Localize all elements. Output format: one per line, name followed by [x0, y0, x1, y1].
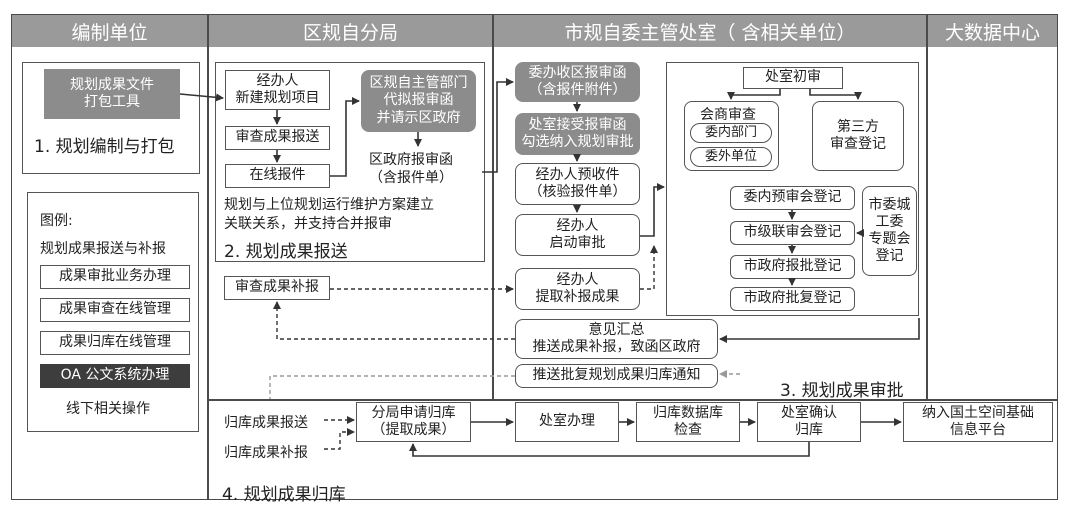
branch-apply-box: 分局申请归库 （提取成果） — [356, 402, 471, 442]
start-approval-box: 经办人 启动审批 — [515, 214, 640, 256]
review-panel — [666, 62, 919, 316]
archive-submit-label: 归库成果报送 — [224, 415, 308, 431]
internal-dept-box: 委内部门 — [690, 123, 772, 143]
office-accept-box: 处室接受报审函 勾选纳入规划审批 — [515, 113, 640, 155]
third-party-box: 第三方 审查登记 — [812, 101, 904, 171]
pack-tool-box: 规划成果文件 打包工具 — [44, 69, 180, 119]
legend-item-approval: 成果审批业务办理 — [40, 265, 190, 289]
dept-draft-box: 区规自主管部门 代拟报审函 并请示区政府 — [361, 70, 476, 132]
pre-receive-box: 经办人预收件 （核验报件单） — [515, 163, 640, 205]
special-meeting-box: 市委城 工委 专题会 登记 — [862, 186, 917, 276]
gov-letter-text: 区政府报审函 （含报件单） — [369, 152, 453, 186]
db-check-box: 归库数据库 检查 — [636, 402, 740, 442]
section3-title: 3. 规划成果审批 — [780, 381, 904, 401]
gov-reply-box: 市政府批复登记 — [730, 287, 855, 311]
legend-item-submit: 规划成果报送与补报 — [40, 241, 166, 257]
dash-archive-supplement — [324, 428, 355, 450]
legend-item-review-online: 成果审查在线管理 — [40, 298, 190, 322]
section-submit — [215, 62, 485, 262]
divider-col1 — [207, 15, 209, 400]
initial-review-box: 处室初审 — [743, 67, 843, 89]
header-big-data-center: 大数据中心 — [928, 15, 1057, 47]
arrow-initial-left — [727, 89, 781, 100]
arrow-pack-to-handler — [179, 93, 224, 102]
summary-box: 意见汇总 推送成果补报，致函区政府 — [515, 319, 718, 359]
section4-title: 4. 规划成果归库 — [222, 485, 346, 505]
section1-title: 1. 规划编制与打包 — [34, 137, 175, 157]
arrow-online-to-dept — [330, 97, 360, 177]
dash-notify-back — [269, 375, 515, 399]
header-compile-unit: 编制单位 — [12, 15, 207, 47]
receive-letter-box: 委办收区报审函 （含报件附件） — [515, 62, 640, 102]
divider-archive-top — [207, 399, 1058, 401]
section2-note: 规划与上位规划运行维护方案建立 关联关系，并支持合并报审 — [224, 197, 434, 232]
office-handle-box: 处室办理 — [515, 402, 619, 442]
divider-col2 — [492, 15, 494, 400]
header-city-office: 市规自委主管处室（ 含相关单位） — [494, 15, 926, 47]
header-district-bureau: 区规自分局 — [209, 15, 492, 47]
joint-review-label: 会商审查 — [700, 107, 756, 123]
arrow-review-to-summary — [719, 318, 920, 343]
diagram-frame — [11, 14, 1058, 500]
legend-panel — [27, 192, 199, 432]
legend-title: 图例: — [40, 213, 73, 229]
legend-item-archive-online: 成果归库在线管理 — [40, 331, 190, 355]
archive-supplement-label: 归库成果补报 — [224, 445, 308, 461]
section-compile-pack — [22, 62, 200, 174]
arrow-letter-to-receive — [482, 78, 514, 173]
pre-meeting-box: 委内预审会登记 — [730, 186, 855, 210]
notify-box: 推送批复规划成果归库通知 — [515, 364, 718, 388]
section2-title: 2. 规划成果报送 — [224, 242, 348, 262]
legend-item-oa: OA 公文系统办理 — [40, 364, 190, 388]
dash-summary-to-supplement — [273, 301, 515, 340]
online-submit-box: 在线报件 — [225, 164, 330, 188]
handler-new-project-box: 经办人 新建规划项目 — [225, 70, 330, 110]
arrow-confirm-back-to-branch — [409, 442, 810, 457]
city-joint-box: 市级联审会登记 — [730, 221, 855, 245]
legend-item-offline: 线下相关操作 — [66, 401, 150, 417]
external-unit-box: 委外单位 — [690, 147, 772, 167]
extract-supplement-box: 经办人 提取补报成果 — [515, 268, 640, 310]
joint-review-panel — [684, 101, 779, 171]
platform-box: 纳入国土空间基础 信息平台 — [903, 402, 1053, 442]
supplement-review-box: 审查成果补报 — [224, 276, 330, 300]
gov-submit-box: 市政府报批登记 — [730, 255, 855, 279]
divider-archive-left — [207, 399, 209, 500]
review-submit-box: 审查成果报送 — [225, 126, 330, 150]
office-confirm-box: 处室确认 归库 — [757, 402, 861, 442]
dash-extract-to-start — [640, 245, 658, 290]
arrow-initial-right — [809, 89, 862, 100]
divider-col3 — [926, 15, 928, 400]
arrow-start-to-review — [640, 183, 665, 237]
